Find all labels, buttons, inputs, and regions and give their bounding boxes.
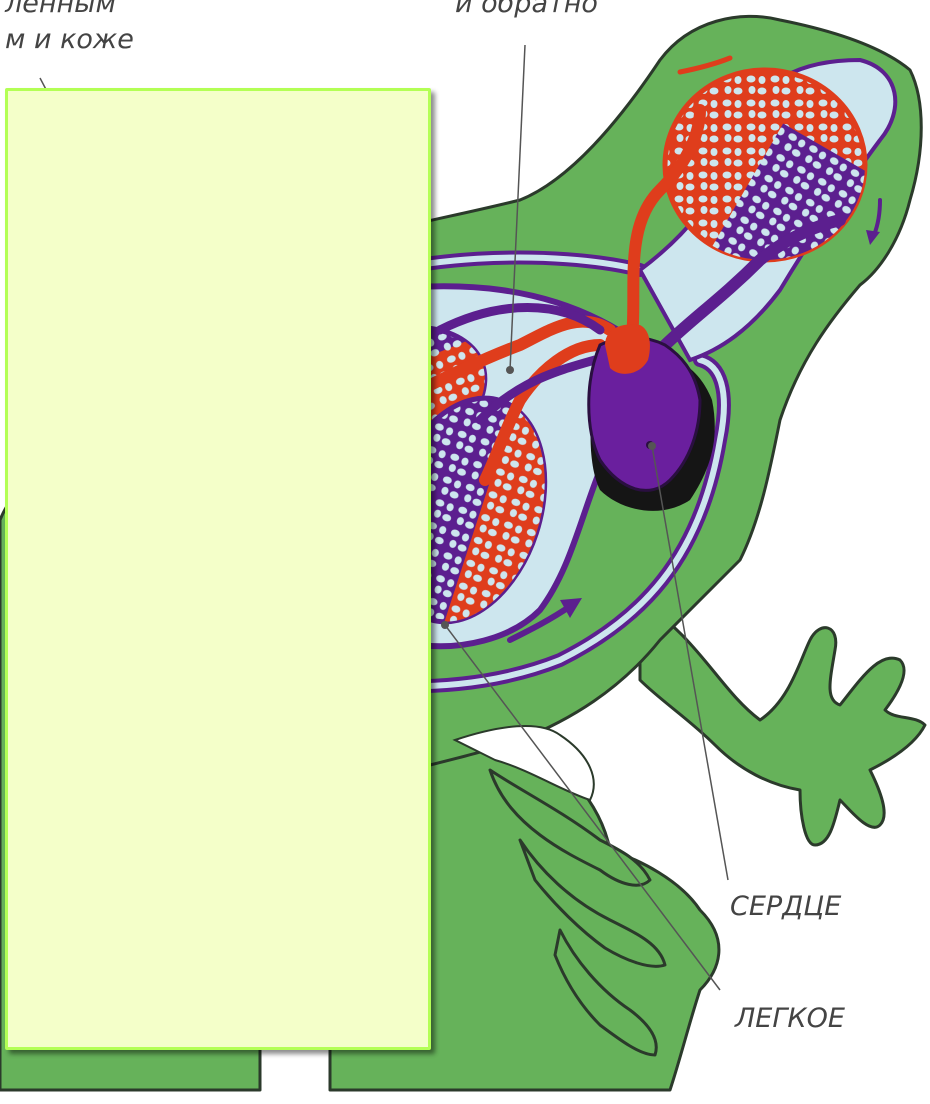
caption-heart: СЕРДЦЕ <box>730 893 841 920</box>
caption-top-left-line1: ленным <box>5 0 116 17</box>
overlay-text-panel <box>5 88 431 1050</box>
caption-top-left-line2: м и коже <box>5 26 134 53</box>
caption-top-center: и обратно <box>455 0 598 17</box>
caption-lung: ЛЕГКОЕ <box>735 1005 845 1032</box>
